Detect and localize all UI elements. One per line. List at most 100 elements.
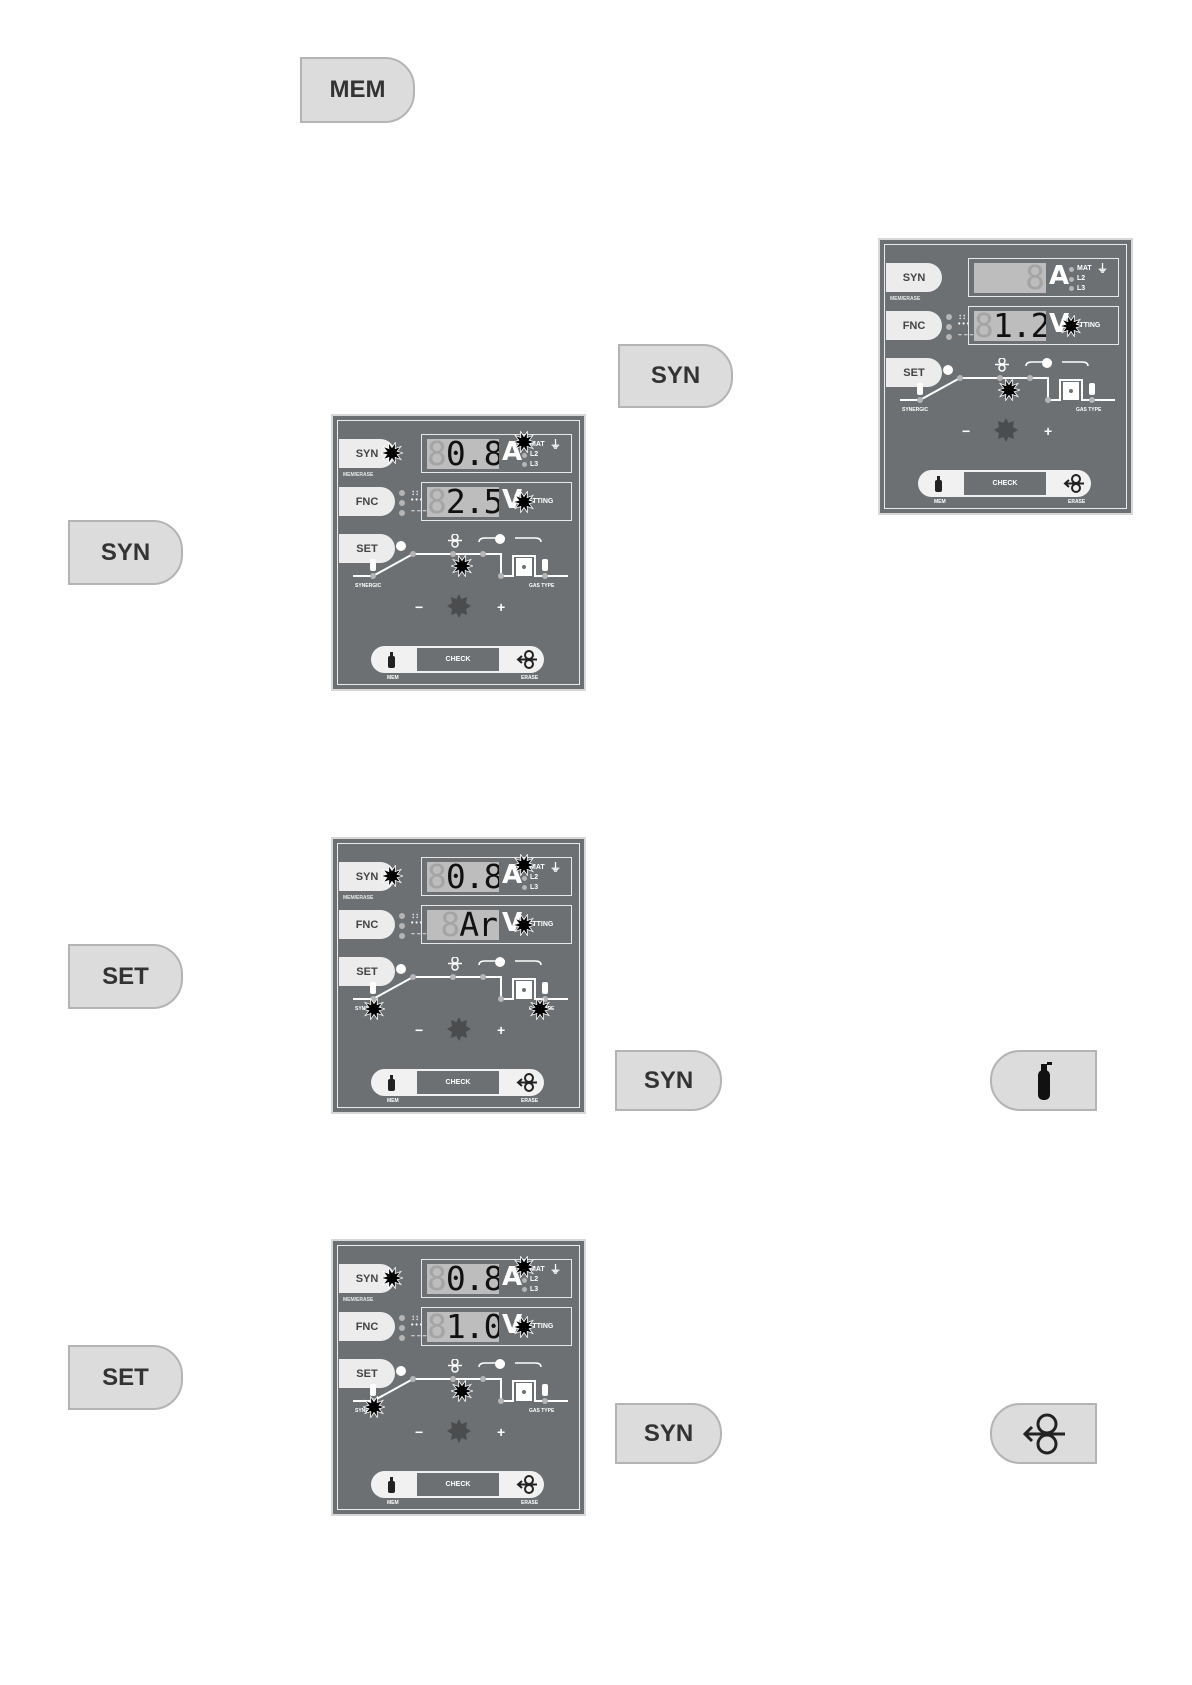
ampere-value: 0.8 (445, 439, 499, 469)
bottom-button-bar: CHECK (371, 646, 544, 673)
panel-set-button[interactable]: SET (886, 358, 942, 387)
mat-label: MAT (530, 864, 545, 871)
syn-button[interactable]: SYN (618, 344, 733, 408)
check-button[interactable]: CHECK (417, 646, 499, 673)
burst-indicator-icon (513, 854, 535, 876)
voltage-value: 1.0 (445, 1312, 499, 1342)
set-button[interactable]: SET (68, 944, 183, 1009)
plus-label: + (1044, 423, 1053, 439)
wire-feed-icon[interactable] (516, 650, 538, 669)
burst-indicator-icon (998, 379, 1020, 401)
ground-icon: ⏚ (550, 1264, 561, 1276)
mem-label: MEM (387, 1098, 399, 1104)
gas-cylinder-icon[interactable] (387, 1074, 397, 1091)
syn-button[interactable]: SYN (615, 1050, 722, 1111)
burst-indicator-icon (513, 491, 535, 513)
gas-cylinder-icon[interactable] (387, 1476, 397, 1493)
process-diagram (353, 534, 568, 579)
mem-label: MEM (387, 1500, 399, 1506)
setting-label: SETTING (1070, 322, 1101, 329)
ampere-unit: A (502, 860, 523, 890)
mem-erase-label: MEM/ERASE (343, 1297, 374, 1303)
gas-cylinder-icon[interactable] (934, 475, 944, 492)
ground-icon: ⏚ (550, 862, 561, 874)
mat-label: MAT (1077, 265, 1092, 272)
panel-set-button[interactable]: SET (339, 1359, 395, 1388)
ampere-unit: A (502, 1262, 523, 1292)
check-button[interactable]: CHECK (417, 1069, 499, 1096)
check-button[interactable]: CHECK (417, 1471, 499, 1498)
l3-label: L3 (1077, 285, 1086, 292)
minus-label: − (962, 423, 971, 439)
minus-label: − (415, 599, 424, 615)
plus-label: + (497, 1022, 506, 1038)
panel-fnc-button[interactable]: FNC (339, 487, 395, 516)
gas-button[interactable] (990, 1050, 1097, 1111)
ground-icon: ⏚ (1097, 263, 1108, 275)
panel-set-button[interactable]: SET (339, 957, 395, 986)
syn-button[interactable]: SYN (615, 1403, 722, 1464)
wire-feed-icon[interactable] (516, 1475, 538, 1494)
mem-button[interactable]: MEM (300, 57, 415, 123)
voltage-display: 81.0 V SETTING (421, 1307, 572, 1346)
panel-syn-button[interactable]: SYN (339, 439, 395, 468)
encoder-knob-icon[interactable] (447, 1419, 471, 1443)
wire-feed-icon[interactable] (1063, 474, 1085, 493)
set-button[interactable]: SET (68, 1345, 183, 1410)
bottom-button-bar: CHECK (371, 1069, 544, 1096)
wire-feed-icon[interactable] (516, 1073, 538, 1092)
voltage-display: 81.2 V SETTING (968, 306, 1119, 345)
encoder-knob-icon[interactable] (447, 1017, 471, 1041)
plus-label: + (497, 599, 506, 615)
erase-label: ERASE (521, 675, 539, 681)
ampere-display: 8 A MAT L2 L3 ⏚ (968, 258, 1119, 297)
erase-label: ERASE (521, 1098, 539, 1104)
l2-label: L2 (530, 451, 539, 458)
ampere-display: 80.8 A MAT L2 L3 ⏚ (421, 434, 572, 473)
panel-set-button[interactable]: SET (339, 534, 395, 563)
ampere-value: 0.8 (445, 1264, 499, 1294)
voltage-value: 1.2 (992, 311, 1046, 341)
burst-indicator-icon (529, 998, 551, 1020)
encoder-knob-icon[interactable] (994, 418, 1018, 442)
control-panel: SYN MEM/ERASE FNC SET ↕↕ • • • – – – 80.… (331, 837, 586, 1114)
synergic-label: SYNERGIC (902, 407, 929, 413)
l2-label: L2 (530, 874, 539, 881)
gas-cylinder-icon (1033, 1060, 1055, 1102)
control-panel: SYN MEM/ERASE FNC SET ↕↕ • • • – – – 8 A… (878, 238, 1133, 515)
check-button[interactable]: CHECK (964, 470, 1046, 497)
bottom-button-bar: CHECK (918, 470, 1091, 497)
voltage-display: 8Ar V SETTING (421, 905, 572, 944)
wire-feed-icon (1017, 1413, 1071, 1455)
panel-fnc-button[interactable]: FNC (339, 1312, 395, 1341)
ampere-display: 80.8 A MAT L2 L3 ⏚ (421, 857, 572, 896)
bottom-button-bar: CHECK (371, 1471, 544, 1498)
burst-indicator-icon (513, 1316, 535, 1338)
gas-cylinder-icon[interactable] (387, 651, 397, 668)
burst-indicator-icon (363, 998, 385, 1020)
mem-erase-label: MEM/ERASE (343, 472, 374, 478)
wire-feed-button[interactable] (990, 1403, 1097, 1464)
panel-fnc-button[interactable]: FNC (886, 311, 942, 340)
setting-label: SETTING (523, 921, 554, 928)
mem-label: MEM (387, 675, 399, 681)
burst-indicator-icon (513, 914, 535, 936)
panel-syn-button[interactable]: SYN (886, 263, 942, 292)
erase-label: ERASE (1068, 499, 1086, 505)
l2-label: L2 (530, 1276, 539, 1283)
mat-label: MAT (530, 1266, 545, 1273)
ampere-unit: A (1049, 261, 1070, 291)
control-panel: SYN MEM/ERASE FNC SET ↕↕ • • • – – – 80.… (331, 414, 586, 691)
l3-label: L3 (530, 1286, 539, 1293)
voltage-value: 2.5 (445, 487, 499, 517)
gas-type-label: GAS TYPE (1076, 407, 1102, 413)
ground-icon: ⏚ (550, 439, 561, 451)
setting-label: SETTING (523, 498, 554, 505)
burst-indicator-icon (381, 442, 403, 464)
gas-type-label: GAS TYPE (529, 583, 555, 589)
panel-fnc-button[interactable]: FNC (339, 910, 395, 939)
setting-label: SETTING (523, 1323, 554, 1330)
burst-indicator-icon (363, 1396, 385, 1418)
syn-button[interactable]: SYN (68, 520, 183, 585)
encoder-knob-icon[interactable] (447, 594, 471, 618)
